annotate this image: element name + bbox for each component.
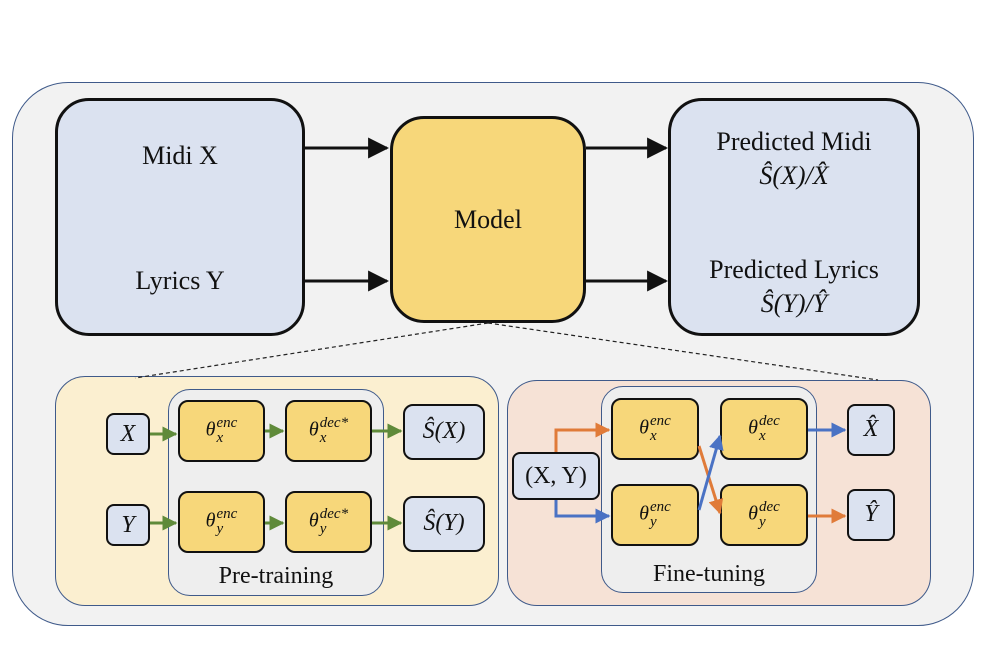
- pretraining-output-y: Ŝ(Y): [403, 496, 485, 552]
- zoom-line-right: [487, 322, 879, 381]
- output-box: Predicted Midi Ŝ(X)/X̂ Predicted Lyrics …: [668, 98, 920, 336]
- finetuning-label: Fine-tuning: [653, 561, 765, 587]
- fine-arrow-pair-to-enc-y: [554, 500, 611, 524]
- predicted-lyrics-label: Predicted Lyrics: [709, 255, 879, 284]
- pretraining-input-x: X: [106, 413, 150, 455]
- predicted-midi-label: Predicted Midi: [716, 127, 872, 156]
- predicted-lyrics-formula: Ŝ(Y)/Ŷ: [760, 289, 828, 318]
- fine-arrow-enc-y-to-dec-x: [697, 434, 724, 511]
- pretraining-label: Pre-training: [218, 563, 334, 589]
- pretraining-input-y: Y: [106, 504, 150, 546]
- finetuning-output-y: Ŷ: [847, 489, 895, 541]
- pretraining-output-x: Ŝ(X): [403, 404, 485, 460]
- model-box: Model: [390, 116, 586, 323]
- zoom-line-left: [134, 322, 489, 379]
- predicted-midi-formula: Ŝ(X)/X̂: [759, 161, 829, 190]
- fine-arrow-pair-to-enc-x: [554, 422, 611, 452]
- finetuning-input-pair: (X, Y): [512, 452, 600, 500]
- input-box: Midi X Lyrics Y: [55, 98, 305, 336]
- lyrics-label: Lyrics Y: [135, 266, 225, 295]
- midi-label: Midi X: [142, 141, 218, 170]
- fine-arrow-enc-x-to-dec-y: [697, 445, 724, 515]
- model-label: Model: [454, 205, 522, 234]
- finetuning-output-x: X̂: [847, 404, 895, 456]
